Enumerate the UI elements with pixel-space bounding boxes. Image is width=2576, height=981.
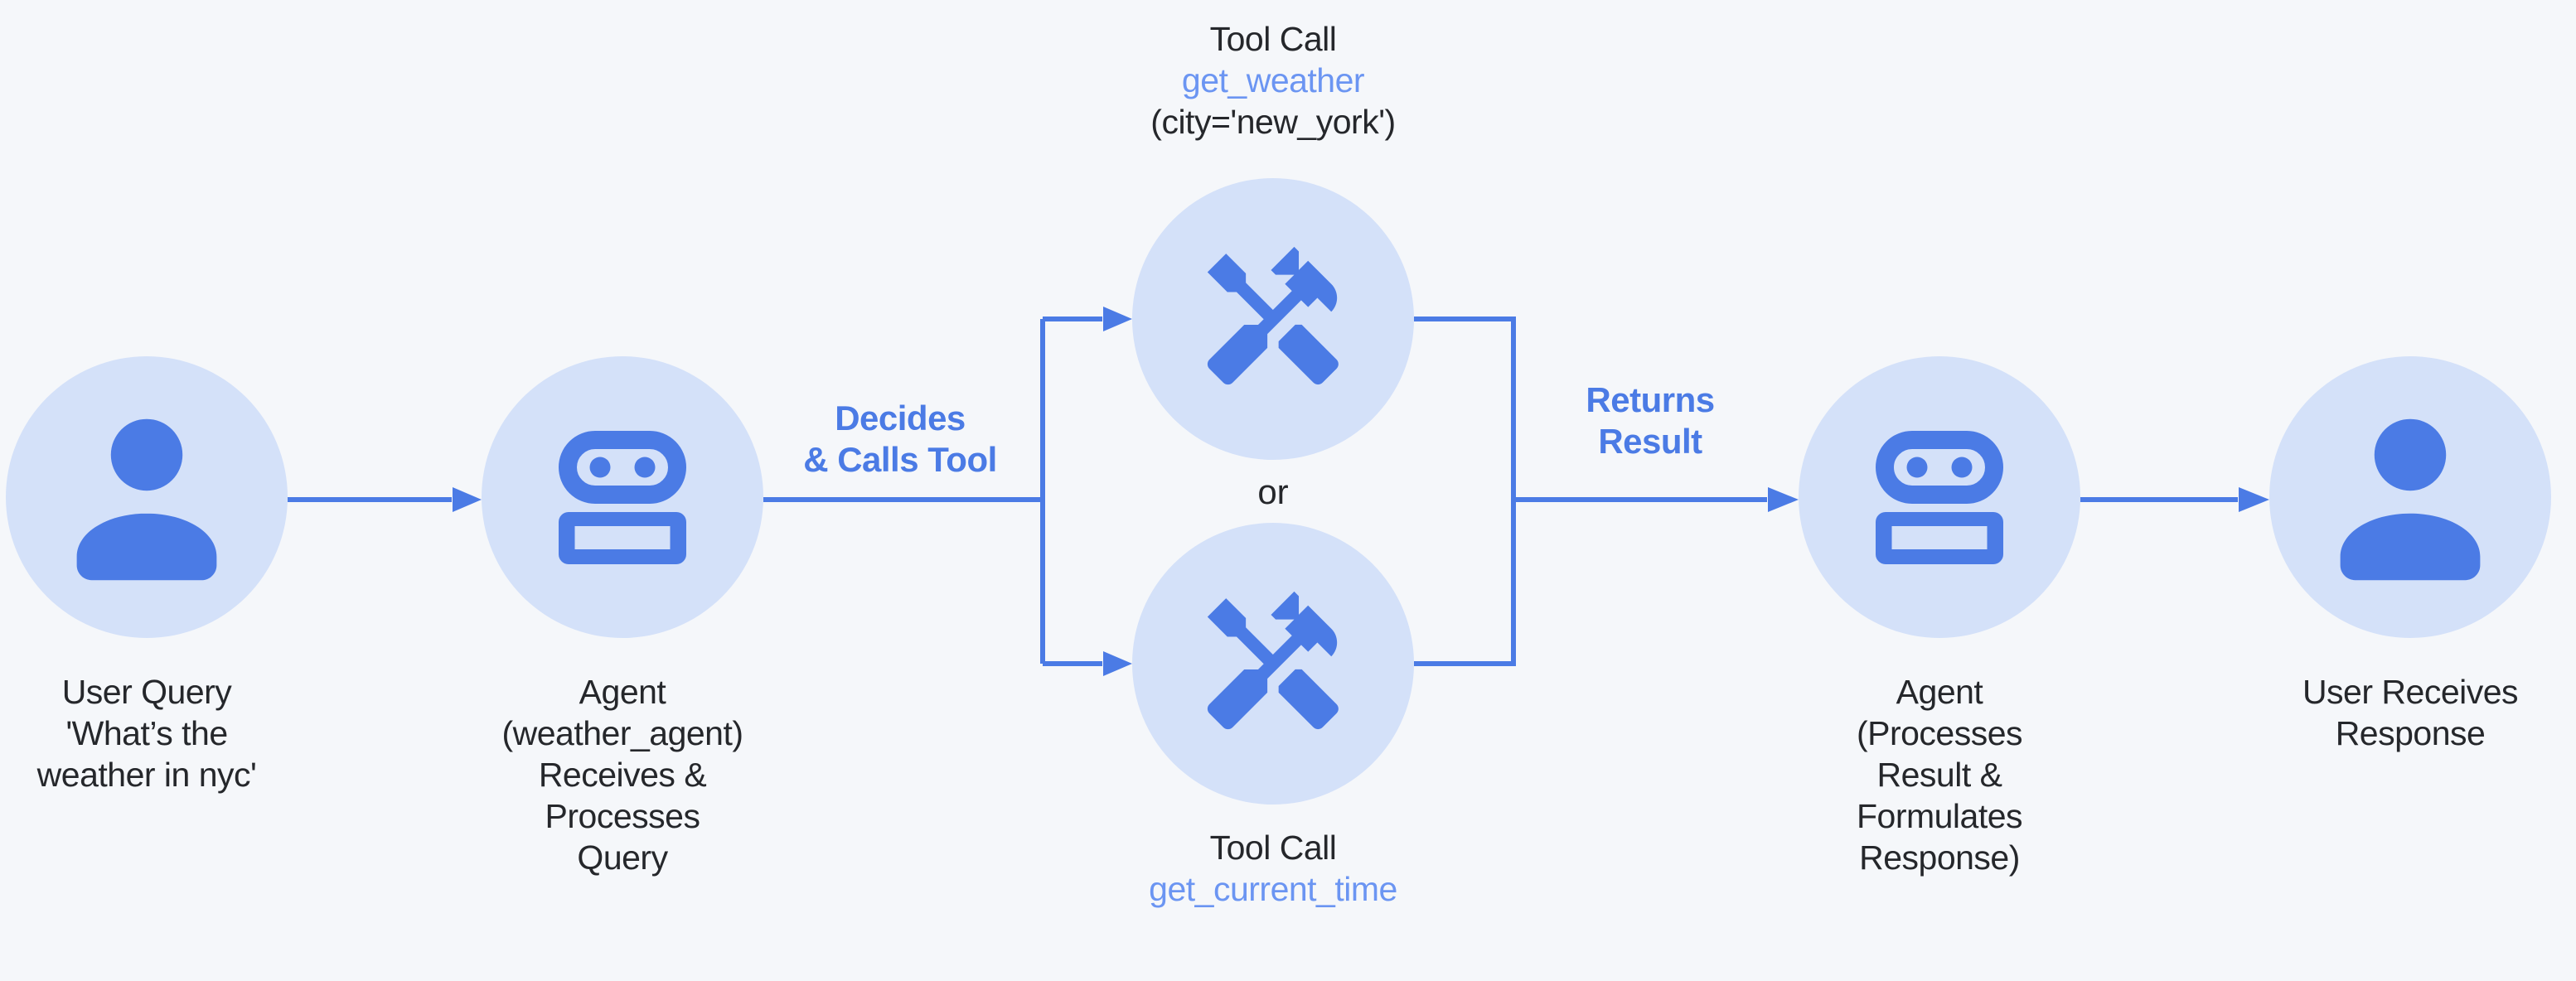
caption-line: User Receives [2302,673,2519,711]
arrowhead-to-user [2239,487,2269,512]
robot-icon [1876,430,2003,564]
or-label: or [1257,472,1289,511]
arrowhead-to-agent [1768,487,1799,512]
caption-line: Result & [1876,756,2002,794]
caption-line: Processes [545,797,700,835]
label-line: (city='new_york') [1150,103,1396,141]
edge-label-line: Returns [1586,380,1715,419]
tool-name: get_current_time [1149,870,1397,908]
agent-weather-node [482,356,763,638]
robot-icon [559,430,686,564]
arrowhead-get-weather [1103,307,1132,331]
get-current-time-label: Tool Call get_current_time [1066,827,1480,910]
user-query-node [6,356,288,638]
edge-label-line: Decides [835,399,966,437]
user-response-node [2269,356,2551,638]
caption-line: Agent [1896,673,1983,711]
get-weather-label: Tool Call get_weather (city='new_york') [1066,18,1480,143]
tools-icon [1207,246,1339,385]
caption-line: Receives & [538,756,707,794]
connector-agent-to-branch [763,319,1045,664]
edge-label-line: & Calls Tool [803,440,997,479]
get-weather-tool-node [1132,178,1414,460]
user-response-caption: User Receives Response [2203,671,2576,754]
agent-response-node [1799,356,2080,638]
agent-response-caption: Agent (Processes Result & Formulates Res… [1732,671,2147,878]
connector-tools-merge-to-agent [1414,317,1767,666]
caption-line: weather in nyc' [36,756,257,794]
caption-line: Agent [579,673,666,711]
caption-line: Formulates [1856,797,2023,835]
label-line: Tool Call [1209,20,1337,58]
caption-line: 'What’s the [65,714,228,752]
agent-weather-caption: Agent (weather_agent) Receives & Process… [415,671,830,878]
caption-line: Response [2335,714,2486,752]
returns-result-label: Returns Result [1443,379,1857,462]
caption-line: (Processes [1856,714,2023,752]
tool-name: get_weather [1181,61,1365,99]
tools-icon [1207,591,1339,730]
caption-line: User Query [61,673,232,711]
caption-line: Query [577,838,668,877]
decides-calls-tool-label: Decides & Calls Tool [693,398,1107,481]
label-line: Tool Call [1209,829,1337,867]
caption-line: Response) [1859,838,2020,877]
person-icon [76,418,217,581]
person-icon [2340,418,2481,581]
user-query-caption: User Query 'What’s the weather in nyc' [0,671,354,795]
edge-label-line: Result [1598,422,1702,461]
get-current-time-tool-node [1132,523,1414,805]
arrowhead-user-to-agent [453,487,482,512]
caption-line: (weather_agent) [501,714,743,752]
arrowhead-get-current-time [1103,651,1132,676]
